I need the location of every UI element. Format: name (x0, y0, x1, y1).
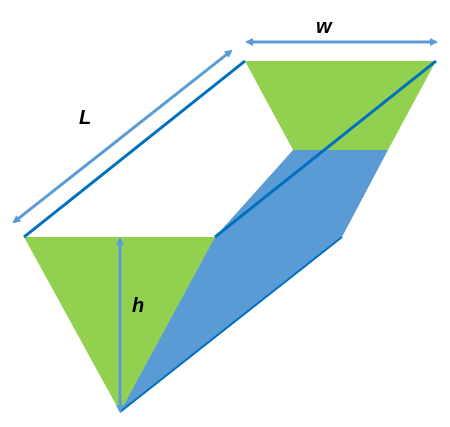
bottom-edge (119, 236, 343, 413)
back-end-face (245, 61, 436, 150)
length-arrow (12, 49, 233, 224)
near-top-edge (23, 59, 246, 239)
far-top-edge (214, 59, 437, 239)
width-label: w (316, 16, 333, 38)
length-label: L (79, 107, 91, 129)
height-label: h (132, 295, 144, 317)
